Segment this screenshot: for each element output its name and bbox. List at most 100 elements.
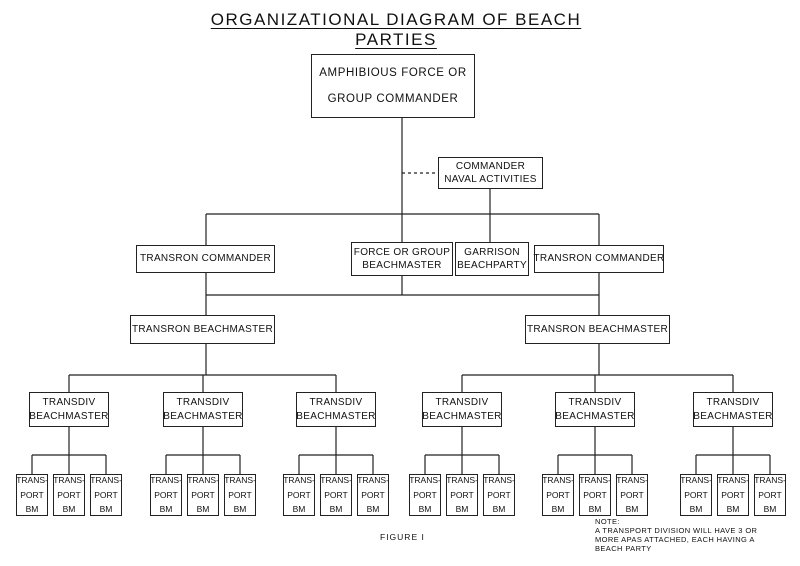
box-line: PORT [758,489,782,500]
box-line: PORT [20,489,44,500]
transport-beachmaster-box: TRANS- PORT BM [579,474,611,516]
box-line: NAVAL ACTIVITIES [444,174,537,185]
box-line: PORT [413,489,437,500]
box-line: PORT [94,489,118,500]
box-line: BM [455,504,469,515]
transdiv-beachmaster-box: TRANSDIV BEACHMASTER [29,392,109,427]
box-line: TRANS- [224,475,256,486]
transport-beachmaster-box: TRANS- PORT BM [409,474,441,516]
box-line: TRANS- [754,475,786,486]
box-line: TRANSRON BEACHMASTER [131,323,273,335]
box-line: AMPHIBIOUS FORCE OR [319,66,467,79]
box-line: TRANS- [542,475,574,486]
box-line: PORT [684,489,708,500]
box-line: BM [726,504,740,515]
box-line: TRANS- [483,475,515,486]
transport-beachmaster-box: TRANS- PORT BM [90,474,122,516]
box-line: BM [196,504,210,515]
note-line: MORE APAS ATTACHED, EACH HAVING A [595,535,755,544]
box-line: BEACHMASTER [555,410,635,422]
box-line: BM [159,504,173,515]
note-line: BEACH PARTY [595,544,652,553]
box-line: BM [588,504,602,515]
box-line: PORT [620,489,644,500]
box-line: PORT [721,489,745,500]
transron-beachmaster-left-box: TRANSRON BEACHMASTER [130,315,275,344]
box-line: TRANS- [187,475,219,486]
box-line: GARRISON [464,246,520,258]
box-line: BM [492,504,506,515]
transport-beachmaster-box: TRANS- PORT BM [150,474,182,516]
box-line: BM [551,504,565,515]
box-line: TRANS- [16,475,48,486]
transron-commander-left-box: TRANSRON COMMANDER [136,245,275,273]
box-line: TRANSRON BEACHMASTER [526,323,668,335]
box-line: PORT [57,489,81,500]
box-line: BM [329,504,343,515]
box-line: PORT [583,489,607,500]
box-line: COMMANDER [455,160,526,172]
box-line: TRANSDIV [42,397,96,408]
figure-label: FIGURE I [380,532,425,542]
box-line: PORT [228,489,252,500]
note-heading: NOTE: [595,517,620,526]
box-line: BEACHMASTER [296,410,376,422]
box-line: BEACHMASTER [422,410,502,422]
box-line: BEACHMASTER [693,410,773,422]
box-line: TRANSDIV [176,397,230,408]
garrison-beachparty-box: GARRISON BEACHPARTY [455,242,529,276]
box-line: TRANSDIV [435,397,489,408]
box-line: FORCE OR GROUP [353,246,451,258]
box-line: TRANSDIV [568,397,622,408]
box-line: GROUP COMMANDER [327,93,459,105]
box-line: PORT [191,489,215,500]
transport-beachmaster-box: TRANS- PORT BM [16,474,48,516]
box-line: BM [62,504,76,515]
box-line: TRANS- [579,475,611,486]
box-line: PORT [361,489,385,500]
box-line: TRANS- [53,475,85,486]
box-line: TRANSRON COMMANDER [140,253,271,265]
box-line: PORT [154,489,178,500]
box-line: BM [292,504,306,515]
box-line: TRANS- [409,475,441,486]
transron-commander-right-box: TRANSRON COMMANDER [534,245,664,273]
naval-activities-commander-box: COMMANDER NAVAL ACTIVITIES [438,157,543,189]
box-line: BEACHMASTER [163,410,243,422]
transdiv-beachmaster-box: TRANSDIV BEACHMASTER [555,392,635,427]
amphibious-force-commander-box: AMPHIBIOUS FORCE OR GROUP COMMANDER [311,54,475,118]
box-line: BM [366,504,380,515]
box-line: BM [418,504,432,515]
box-line: TRANS- [446,475,478,486]
box-line: TRANS- [320,475,352,486]
box-line: BM [689,504,703,515]
footnote: NOTE: A TRANSPORT DIVISION WILL HAVE 3 O… [595,517,795,553]
box-line: PORT [287,489,311,500]
box-line: BM [99,504,113,515]
box-line: PORT [324,489,348,500]
transport-beachmaster-box: TRANS- PORT BM [187,474,219,516]
box-line: TRANSDIV [706,397,760,408]
note-line: A TRANSPORT DIVISION WILL HAVE 3 OR [595,526,758,535]
transdiv-beachmaster-box: TRANSDIV BEACHMASTER [422,392,502,427]
transport-beachmaster-box: TRANS- PORT BM [320,474,352,516]
box-line: TRANS- [616,475,648,486]
box-line: PORT [487,489,511,500]
box-line: PORT [546,489,570,500]
box-line: TRANS- [90,475,122,486]
transport-beachmaster-box: TRANS- PORT BM [616,474,648,516]
box-line: TRANS- [150,475,182,486]
box-line: TRANS- [283,475,315,486]
force-group-beachmaster-box: FORCE OR GROUP BEACHMASTER [351,242,453,276]
transport-beachmaster-box: TRANS- PORT BM [542,474,574,516]
box-line: BM [25,504,39,515]
box-line: BEACHPARTY [457,260,527,271]
box-line: BEACHMASTER [29,410,109,422]
box-line: BM [625,504,639,515]
